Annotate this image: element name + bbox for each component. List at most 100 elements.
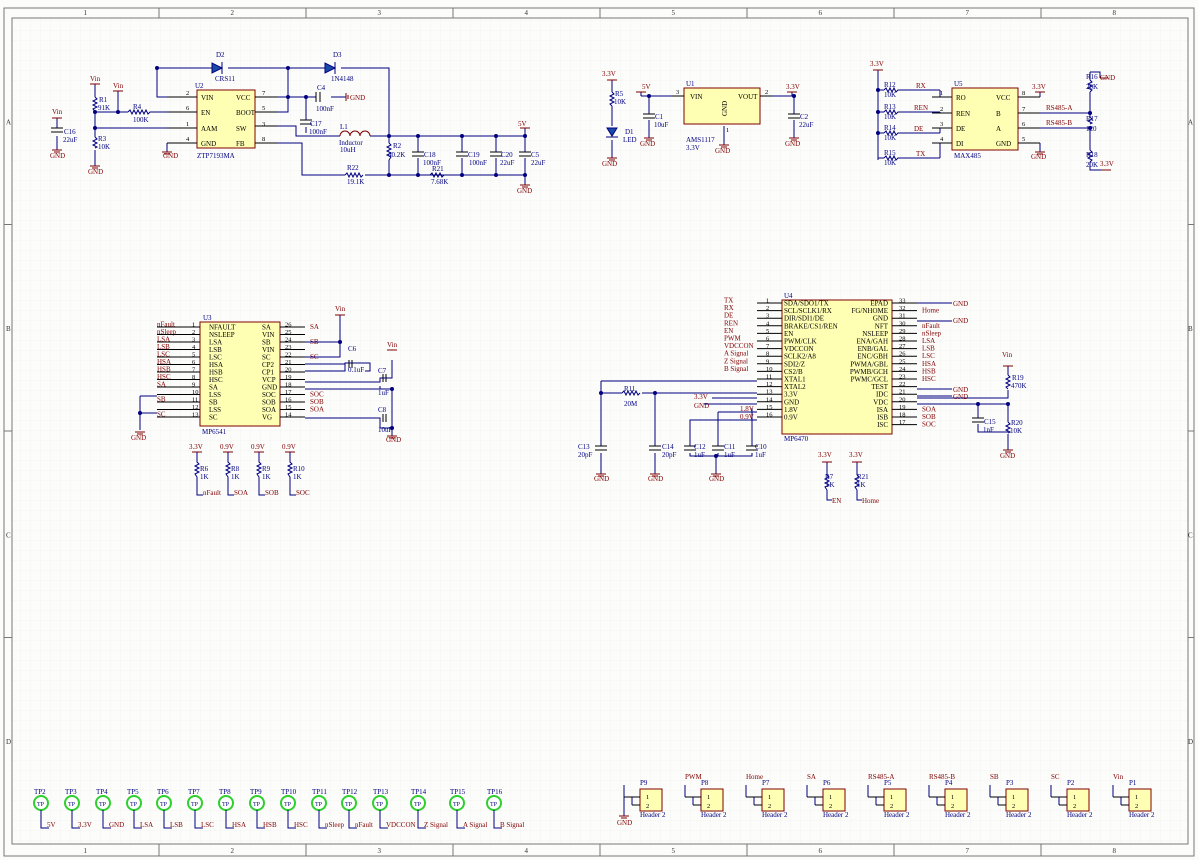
zone-col-label: 3 <box>378 847 382 855</box>
u4-pin-name: GND <box>873 315 888 323</box>
u4-net-label: A Signal <box>724 350 748 358</box>
u1-pin-num: 1 <box>726 127 729 134</box>
testpoint-label: TP <box>376 802 384 808</box>
u4-pin-name: XTAL2 <box>784 383 806 391</box>
c19-value: 100nF <box>469 159 487 167</box>
gnd-port: GND <box>131 434 146 442</box>
c20-designator: C20 <box>501 151 513 159</box>
header-net: RS485-A <box>868 773 894 781</box>
u4-pin-name: TEST <box>871 383 888 391</box>
header-body[interactable] <box>822 788 846 812</box>
u4-net-label: nFault <box>922 322 940 330</box>
header-body[interactable] <box>1005 788 1029 812</box>
u2-pin-name: FB <box>236 140 245 148</box>
u4-pin-num: 13 <box>766 389 773 396</box>
testpoint-label: TP <box>99 802 107 808</box>
net-de: DE <box>914 125 923 133</box>
u4-part: MP6470 <box>784 435 809 443</box>
net-tx: TX <box>916 150 925 158</box>
header-net: Vin <box>1113 773 1124 781</box>
u4-pin-num: 10 <box>766 366 773 373</box>
motor-controller-block: SDA/SDO1/TX1TXSCL/SCLK1/RX2RXDIR/SDI1/DE… <box>578 292 1027 505</box>
u4-pin-num: 23 <box>899 374 906 381</box>
u3-pin-num: 16 <box>285 397 292 404</box>
header-body[interactable] <box>1128 788 1152 812</box>
u5-pin-num: 3 <box>940 121 943 128</box>
u2-pin-name: VCC <box>236 94 251 102</box>
u2-chip-body[interactable] <box>196 89 256 149</box>
r4-designator: R4 <box>133 103 142 111</box>
pullup-value: 1K <box>293 473 302 481</box>
net-rs485-b: RS485-B <box>1046 119 1072 127</box>
u4-pin-num: 28 <box>899 336 906 343</box>
u3-net-label: LSC <box>157 351 170 359</box>
testpoint-net: LSB <box>170 821 183 829</box>
u4-pin-num: 11 <box>766 374 772 381</box>
3v3-port: 3.3V <box>1100 160 1114 168</box>
gnd-port: GND <box>386 436 401 444</box>
header-body[interactable] <box>1066 788 1090 812</box>
u4-pin-num: 33 <box>899 298 906 305</box>
header-body[interactable] <box>883 788 907 812</box>
u4-net-label: HSB <box>922 367 936 375</box>
u5-chip-body[interactable] <box>951 87 1019 151</box>
c17-value: 100nF <box>309 128 327 136</box>
vin-port: Vin <box>387 341 398 349</box>
u3-chip-body[interactable] <box>199 321 281 427</box>
pullup-designator: R9 <box>262 465 271 473</box>
rs485-res-value: 10K <box>884 113 896 121</box>
u4-net-label: SOC <box>922 421 936 429</box>
u4-chip-body[interactable] <box>781 299 893 435</box>
d1-value: LED <box>623 136 637 144</box>
header-pin: 2 <box>768 803 771 810</box>
gnd-port: GND <box>50 152 65 160</box>
testpoint-row: TP2TP5VTP3TP3.3VTP4TPGNDTP5TPLSATP6TPLSB… <box>33 788 524 829</box>
c18-designator: C18 <box>424 151 436 159</box>
pullup-net: SOA <box>234 489 248 497</box>
u3-pin-num: 2 <box>192 329 195 336</box>
gnd-port: GND <box>953 300 968 308</box>
header-body[interactable] <box>700 788 724 812</box>
u2-pin-num: 1 <box>186 121 189 128</box>
header-pin: 2 <box>1012 803 1015 810</box>
testpoint-label: TP <box>345 802 353 808</box>
u3-pin-num: 1 <box>192 322 195 329</box>
u4-pin-num: 24 <box>899 366 906 373</box>
u3-pin-num: 11 <box>192 397 198 404</box>
header-body[interactable] <box>639 788 663 812</box>
header-pin: 1 <box>829 794 832 801</box>
u2-part: ZTP7193MA <box>197 152 235 160</box>
u3-pin-name: HSA <box>209 361 223 369</box>
u3-net-label: SOB <box>310 398 324 406</box>
u1-chip-body[interactable] <box>683 87 761 125</box>
u3-net-label: SA <box>310 323 319 331</box>
testpoint-designator: TP3 <box>65 788 77 796</box>
net-home: Home <box>862 497 879 505</box>
r21-designator: R21 <box>432 165 444 173</box>
5v-port: 5V <box>518 120 527 128</box>
r2-designator: R2 <box>393 142 402 150</box>
header-pin: 1 <box>890 794 893 801</box>
zone-row-label: D <box>1188 738 1193 746</box>
header-designator: P5 <box>884 779 892 787</box>
header-net: SC <box>1051 773 1060 781</box>
zone-row-label: D <box>6 738 11 746</box>
header-body[interactable] <box>944 788 968 812</box>
u4-pin-name: 0.9V <box>784 414 798 422</box>
u4-pin-name: NFT <box>875 322 889 330</box>
testpoint-label: TP <box>284 802 292 808</box>
header-body[interactable] <box>761 788 785 812</box>
gnd-port: GND <box>163 152 178 160</box>
testpoint-net: 5V <box>47 821 56 829</box>
testpoint-designator: TP7 <box>188 788 200 796</box>
u4-net-label: VDCCON <box>724 342 754 350</box>
u4-pin-name: NSLEEP <box>862 330 888 338</box>
header-pin: 2 <box>646 803 649 810</box>
pullup-supply: 0.9V <box>282 443 296 451</box>
header-pin: 2 <box>1135 803 1138 810</box>
3v3-port: 3.3V <box>870 60 884 68</box>
u3-pin-name: LSA <box>209 339 222 347</box>
header-pin: 1 <box>1012 794 1015 801</box>
u3-net-label: HSA <box>157 358 171 366</box>
